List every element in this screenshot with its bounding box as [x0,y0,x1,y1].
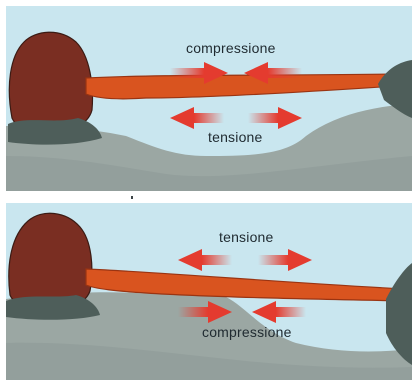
label-tension: tensione [208,129,263,145]
panel-bottom: tensione compressione [6,203,412,380]
root-foliage-left [8,118,102,145]
divider-mark [131,196,133,199]
root-ball-left [9,32,92,132]
label-compression: compressione [202,324,292,340]
scene-bottom [6,203,412,380]
panel-top: compressione tensione [6,6,412,191]
label-compression: compressione [186,40,276,56]
scene-top [6,6,412,191]
label-tension: tensione [219,229,274,245]
root-ball-left [9,213,92,309]
